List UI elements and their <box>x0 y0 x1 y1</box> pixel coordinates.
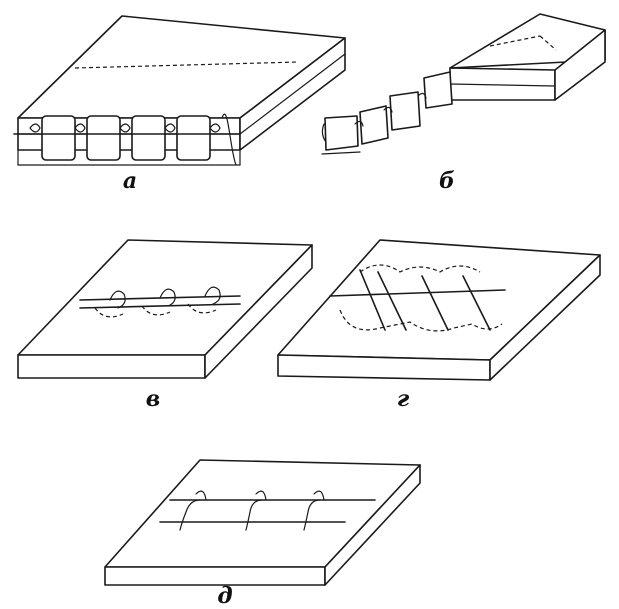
panel-d-drawing <box>104 459 421 586</box>
panel-label-d: д <box>217 583 233 609</box>
panel-g-drawing <box>277 239 601 381</box>
panel-label-a: а <box>122 168 138 194</box>
panel-label-g: г <box>396 386 410 412</box>
panel-label-b: б <box>439 168 455 194</box>
panel-b-drawing <box>321 13 606 155</box>
panel-a-stitches <box>13 113 241 166</box>
panel-a-drawing <box>13 15 346 166</box>
panel-label-v: в <box>145 386 161 412</box>
panel-b-stitch-chain <box>321 71 453 155</box>
panel-v-loops <box>94 286 221 318</box>
panel-g-stitches <box>329 264 506 332</box>
panel-d-stitches <box>179 490 325 531</box>
panel-v-drawing <box>17 239 313 379</box>
